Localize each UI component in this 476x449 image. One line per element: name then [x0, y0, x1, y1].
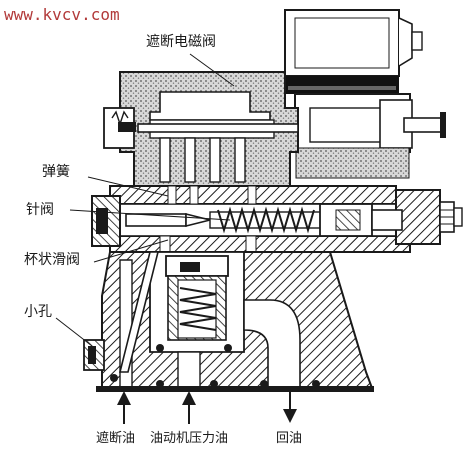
label-solenoid: 遮断电磁阀 [146, 34, 216, 50]
cup-valve-leader [93, 239, 169, 263]
label-cup-valve: 杯状滑阀 [24, 251, 80, 268]
needle-spring [217, 206, 315, 234]
control-rod [118, 251, 160, 373]
spring-leader [87, 176, 169, 197]
needle-valve-leader [69, 209, 231, 221]
small-hole-leader [55, 317, 93, 347]
label-small-hole: 小孔 [24, 304, 52, 320]
solenoid-coil [284, 9, 423, 94]
label-control-oil: 油动机压力油 [150, 431, 228, 446]
label-trip-oil: 遮断油 [96, 430, 135, 446]
label-return-oil: 回油 [276, 431, 302, 446]
solenoid-plunger-housing [294, 93, 446, 179]
solenoid-body [103, 71, 299, 187]
solenoid-leader [189, 53, 235, 87]
label-needle-valve: 针阀 [26, 202, 54, 218]
watermark: www.kvcv.com [4, 5, 120, 24]
label-spring: 弹簧 [42, 164, 70, 180]
cup-spring [179, 287, 217, 331]
